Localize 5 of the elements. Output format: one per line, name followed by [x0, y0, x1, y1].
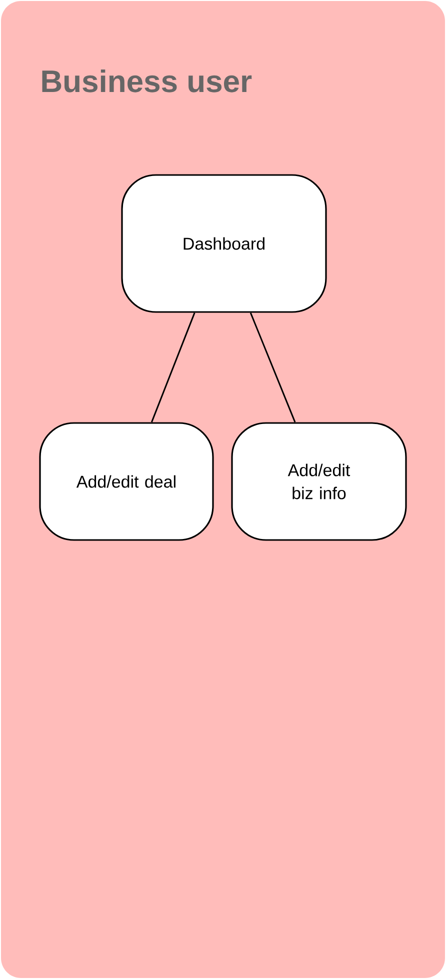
connector-line — [150, 312, 196, 422]
connector-line — [250, 312, 296, 422]
process-box: Dashboard — [121, 174, 327, 313]
process-box: Add/edit deal — [39, 422, 214, 541]
process-box: Add/edit biz info — [231, 422, 407, 541]
